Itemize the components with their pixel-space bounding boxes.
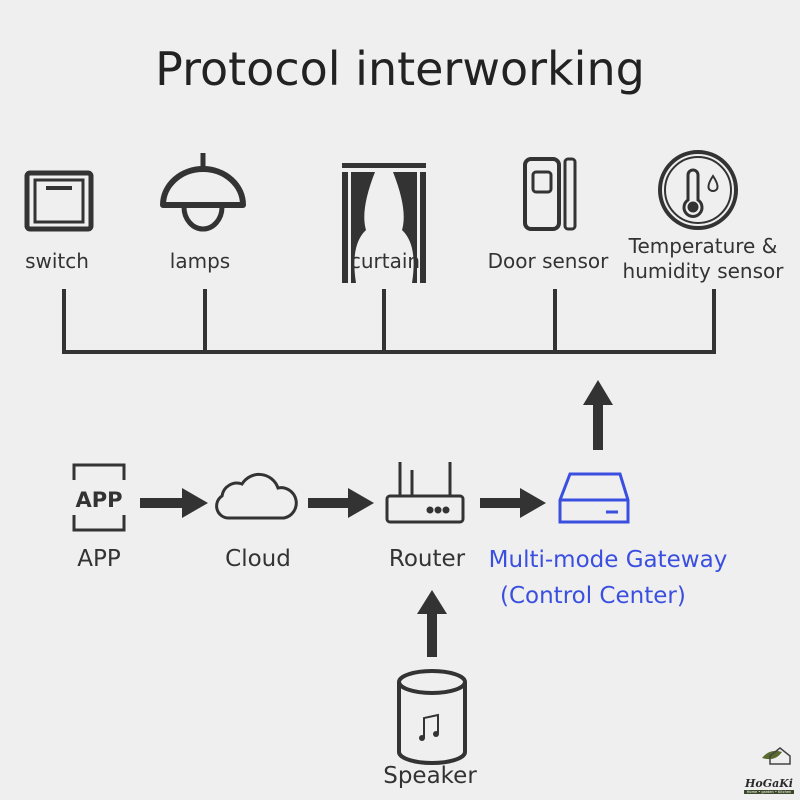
cloud-icon [215, 472, 298, 520]
page-title: Protocol interworking [155, 42, 645, 96]
door-sensor-icon [523, 157, 577, 231]
router-label: Router [388, 546, 466, 572]
device-label-curtain: curtain [349, 249, 421, 273]
hogaki-logo: HoGaKi Home • garden • Kitchen [744, 777, 794, 794]
app-label: APP [77, 546, 121, 572]
gateway-icon [558, 472, 630, 524]
arrow-up-gateway-icon [583, 380, 613, 450]
device-bus-lines [62, 289, 716, 354]
router-icon [385, 462, 465, 524]
lamp-icon [160, 153, 246, 232]
device-label-switch: switch [25, 249, 89, 273]
thermometer-humidity-icon [658, 150, 738, 230]
label-line: Multi-mode Gateway [488, 547, 728, 573]
label-line: (Control Center) [500, 583, 686, 609]
arrow-up-speaker-router-icon [417, 590, 447, 657]
logo-name: HoGaKi [745, 777, 793, 790]
hogaki-logo-leaf-icon [762, 747, 791, 765]
arrow-right-cloud-router-icon [308, 488, 374, 518]
switch-icon [24, 170, 94, 232]
cloud-label: Cloud [225, 546, 291, 572]
device-label-door-sensor: Door sensor [487, 249, 609, 273]
app-icon [72, 463, 126, 532]
curtain-icon [342, 163, 426, 283]
gateway-label: Multi-mode Gateway (Control Center) [478, 542, 738, 614]
arrow-right-app-cloud-icon [140, 488, 208, 518]
device-label-lamps: lamps [169, 249, 231, 273]
logo-tagline: Home • garden • Kitchen [744, 790, 794, 794]
speaker-label: Speaker [383, 763, 477, 789]
arrow-right-router-gateway-icon [480, 488, 546, 518]
device-label-temperature-humidity: Temperature & humidity sensor [618, 234, 788, 284]
label-line: humidity sensor [622, 259, 784, 283]
app-icon-text: APP [75, 488, 122, 512]
speaker-icon [397, 669, 467, 765]
label-line: Temperature & [628, 234, 778, 258]
